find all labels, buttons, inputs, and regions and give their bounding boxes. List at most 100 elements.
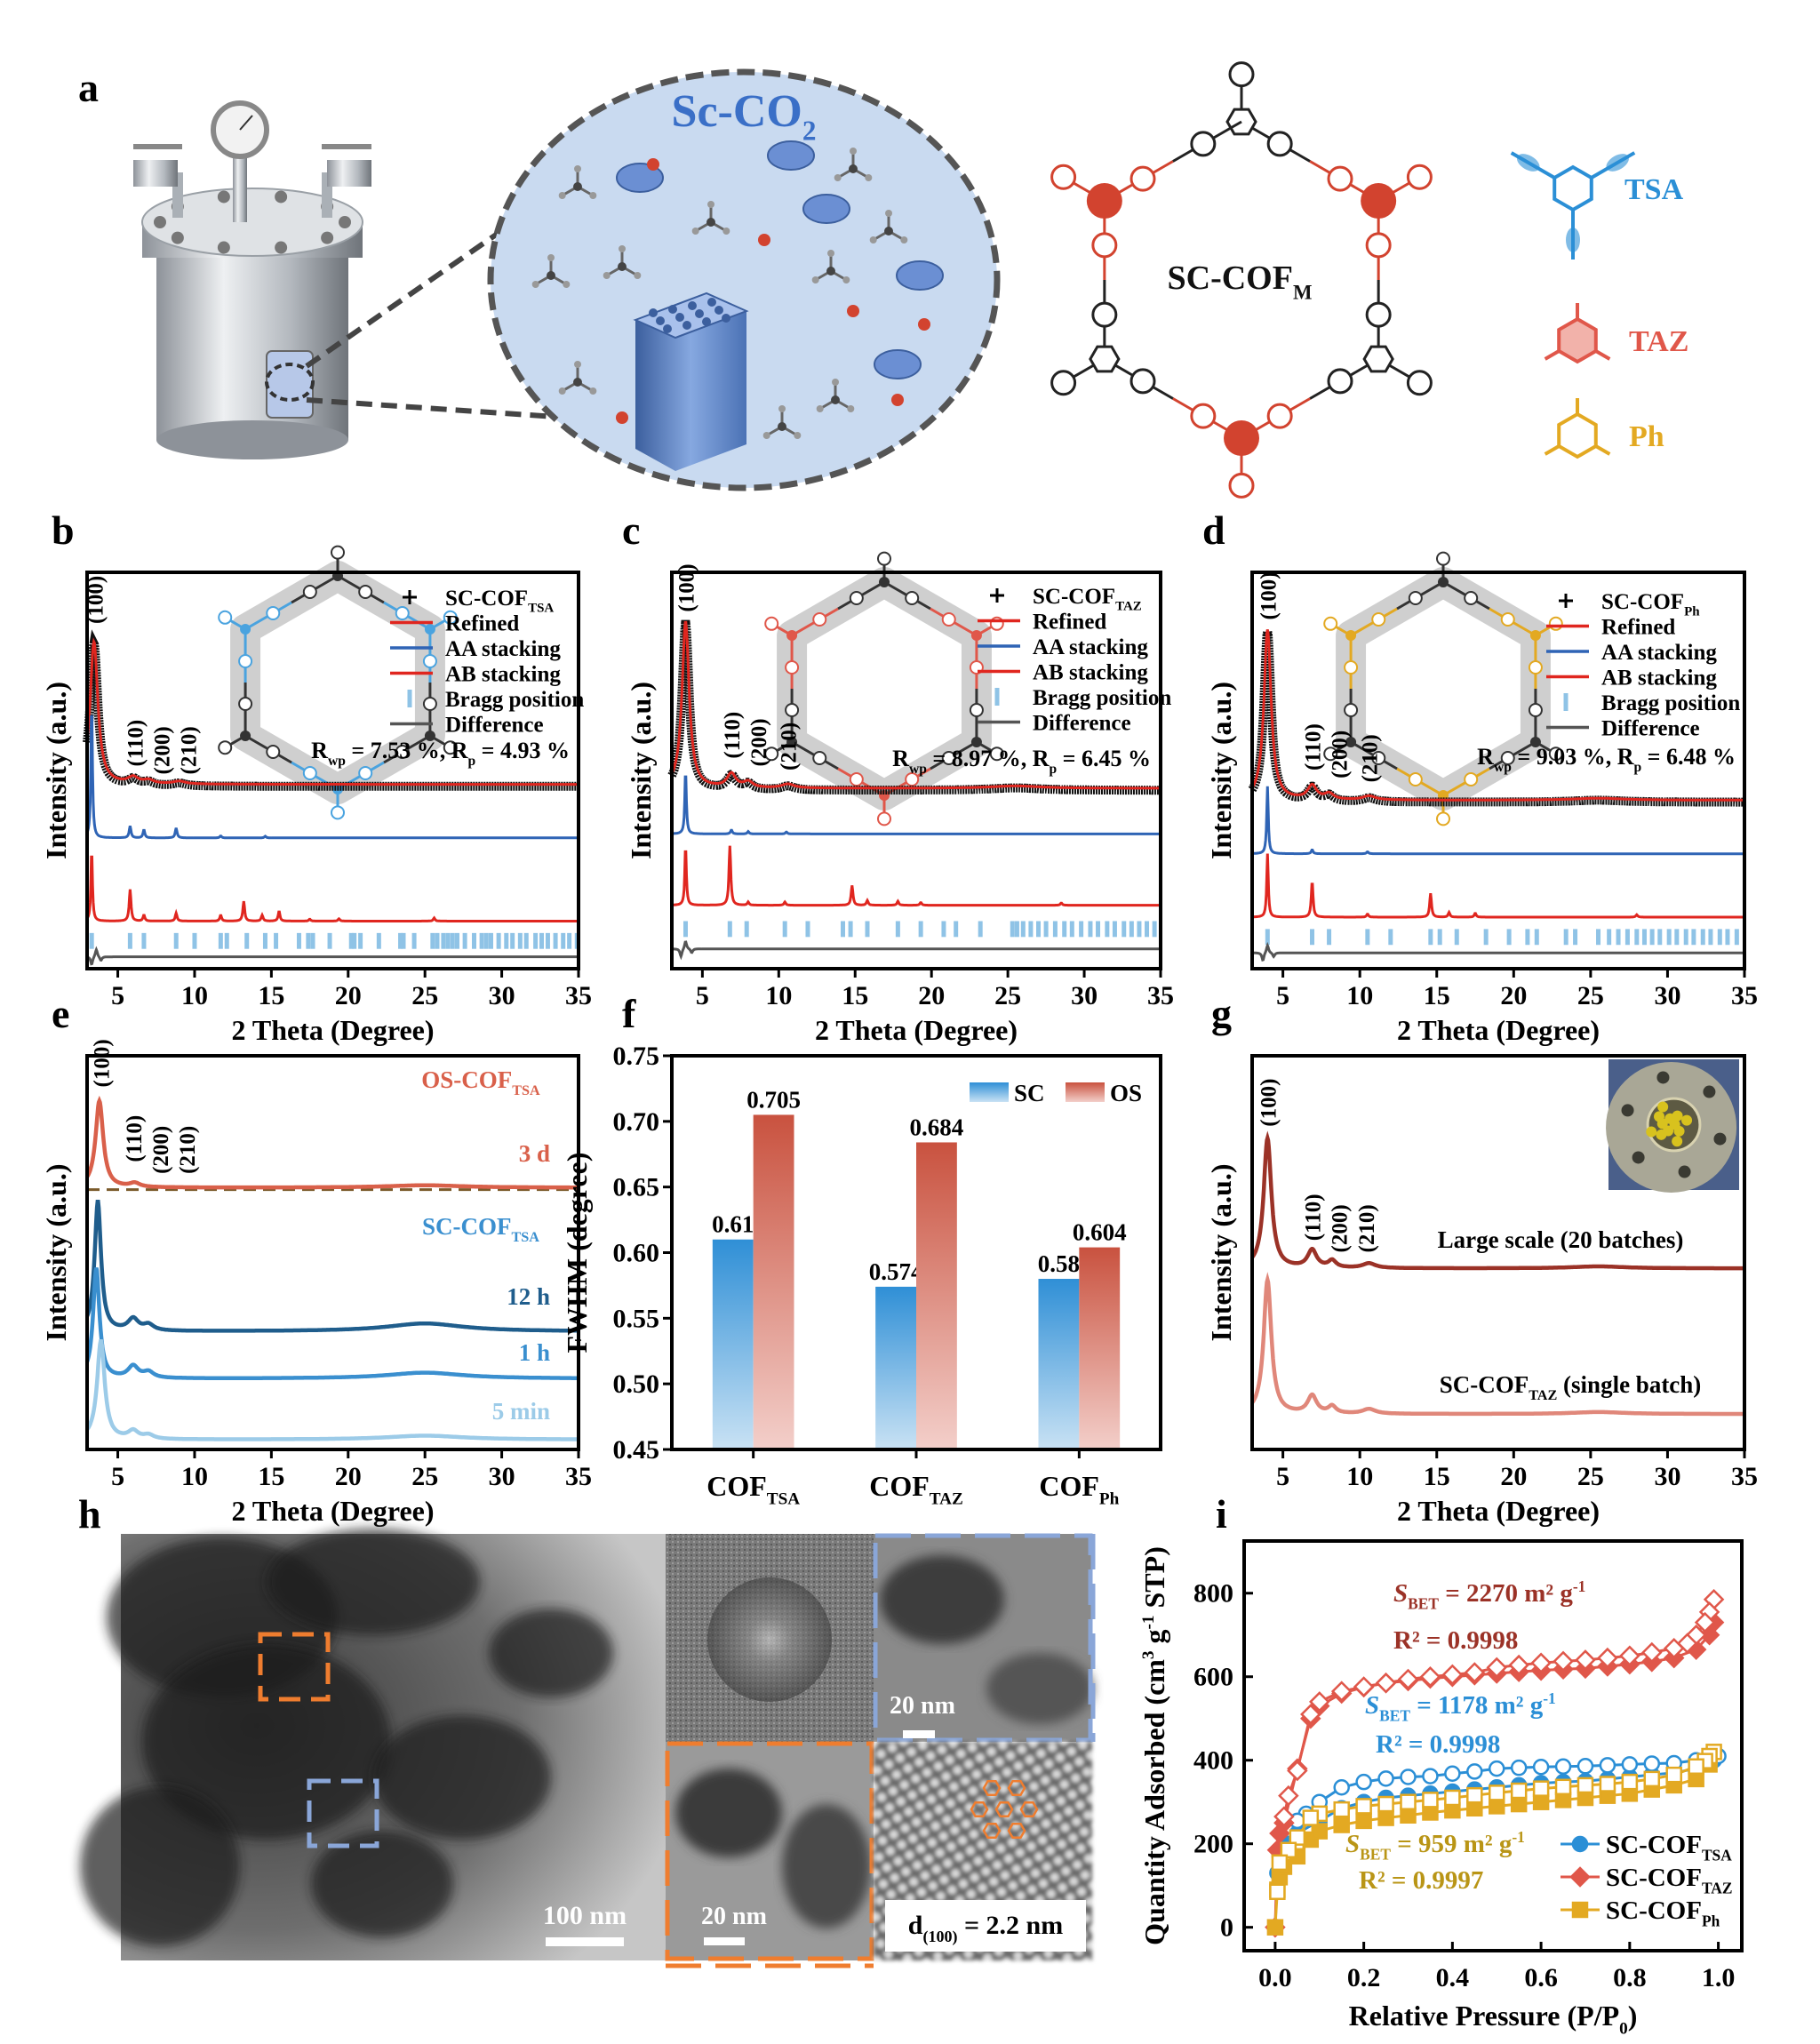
y-axis-label-part: -1 [1139, 1615, 1158, 1629]
hkl-label: (100) [91, 1039, 115, 1087]
legend-label: SC [1014, 1080, 1045, 1106]
legend-label: SC-COFTAZ [1033, 585, 1142, 614]
pore-icon [707, 298, 716, 307]
x-tick-label: 5 [111, 981, 124, 1010]
benzene-ring-icon [1228, 472, 1255, 499]
data-point [1375, 1673, 1397, 1694]
benzene-ring-icon [812, 751, 827, 765]
bet-annotation-part: -1 [1573, 1577, 1586, 1595]
group-label-part: TSA [512, 1229, 540, 1245]
reactor-vessel-illustration [133, 100, 371, 459]
x-axis-label: 2 Theta (Degree) [1397, 1014, 1600, 1046]
series-label-part: TAZ [1529, 1387, 1557, 1403]
benzene-ring-icon [1548, 747, 1563, 762]
data-point [1355, 1798, 1372, 1815]
series-line-2 [1252, 786, 1744, 856]
node-icon [1345, 630, 1357, 641]
benzene-ring-icon [238, 654, 253, 668]
sc-cof-m-structure: SC-COFM [1050, 61, 1433, 499]
bet-annotation-part: -1 [1512, 1828, 1525, 1846]
lattice-tile: d(100) = 2.2 nm [874, 1742, 1092, 1960]
series-line-1 [85, 637, 579, 786]
pore-icon [656, 316, 665, 325]
bolt [275, 241, 288, 254]
legend-label: AB stacking [445, 663, 561, 687]
hkl-label: (200) [1329, 1204, 1353, 1252]
panel-label-i: i [1216, 1491, 1227, 1537]
vessel-bottom [156, 420, 348, 459]
bolt [171, 231, 184, 244]
hkl-label: (100) [1257, 571, 1281, 619]
legend-item: AA stacking [1546, 641, 1717, 665]
benzene-ring-icon [1190, 131, 1217, 157]
data-point [1532, 1780, 1550, 1797]
benzene-ring-icon [1528, 660, 1543, 675]
bolt [339, 216, 351, 228]
data-point [1510, 1759, 1528, 1777]
x-axis-label-part: 0 [1619, 2020, 1628, 2039]
sc-cof-m-label-part: M [1293, 281, 1313, 303]
bet-annotation-part: S [1393, 1579, 1408, 1608]
monomer-molecule-icon [869, 210, 908, 244]
legend-label: Bragg position [1033, 686, 1171, 710]
data-point [1271, 1854, 1289, 1872]
monomer-molecule-icon [558, 361, 597, 395]
bolt-hole [1621, 1104, 1634, 1117]
hkl-label: (200) [1329, 731, 1353, 778]
bar-os [753, 1114, 794, 1449]
linker-core-icon [1557, 411, 1598, 459]
series-label: SC-COFTAZ (single batch) [1440, 1371, 1702, 1403]
benzene-ring-icon [331, 545, 345, 560]
benzene-ring-icon [1323, 616, 1338, 631]
bar-chart-f: 0.610.705COFTSA0.5740.684COFTAZ0.580.604… [561, 1042, 1162, 1509]
x-tick-label: 0.4 [1436, 1963, 1470, 1992]
monomer-molecule-icon [834, 148, 873, 182]
cof-sample [1672, 1110, 1683, 1122]
data-point [1599, 1757, 1616, 1774]
linker-label: TSA [1624, 173, 1684, 206]
benzene-ring-icon [764, 616, 779, 631]
refinement-factors-part: R [1477, 744, 1494, 770]
cof-particle [267, 1529, 480, 1635]
hkl-label: (110) [721, 712, 745, 759]
x-tick-label: 20 [1500, 981, 1527, 1010]
node-icon [970, 630, 982, 641]
benzene-ring-icon [989, 747, 1004, 762]
series-label-part: SC-COF [1440, 1371, 1529, 1398]
pore-icon [675, 313, 684, 322]
cof-particle [142, 1644, 391, 1840]
benzene-ring-icon [849, 591, 864, 605]
legend-label-part: Ph [1684, 605, 1700, 619]
category-label-part: TAZ [930, 1490, 963, 1509]
data-point [1444, 1789, 1461, 1807]
benzene-ring-icon [905, 772, 920, 786]
node-icon [240, 731, 251, 741]
x-tick-label: 15 [1424, 1462, 1450, 1491]
series-line-1 [670, 620, 1161, 790]
co2-molecule-icon [616, 411, 628, 424]
legend-label-part: SC-COF [445, 587, 528, 611]
benzene-ring-icon [443, 610, 458, 625]
data-point [1400, 1769, 1417, 1785]
benzene-ring-icon [1327, 368, 1353, 395]
x-tick-label: 10 [181, 981, 208, 1010]
x-tick-label: 25 [411, 1462, 438, 1491]
benzene-ring-icon [331, 805, 345, 820]
legend-label: Refined [1601, 616, 1675, 640]
data-point [1571, 1901, 1589, 1919]
bolt [154, 216, 166, 228]
legend-label: Refined [1033, 611, 1106, 635]
series-label: 1 h [519, 1339, 550, 1366]
data-point [1377, 1795, 1394, 1813]
legend-swatch-os [1066, 1082, 1105, 1102]
pore-icon [682, 321, 691, 330]
x-tick-label: 30 [1654, 1462, 1680, 1491]
hkl-label: (110) [124, 720, 148, 767]
data-point [1530, 1652, 1552, 1673]
bet-annotation-part: = 959 m² g [1391, 1830, 1513, 1858]
legend-label-part: Difference [1601, 717, 1700, 741]
benzene-ring-icon [785, 703, 800, 717]
